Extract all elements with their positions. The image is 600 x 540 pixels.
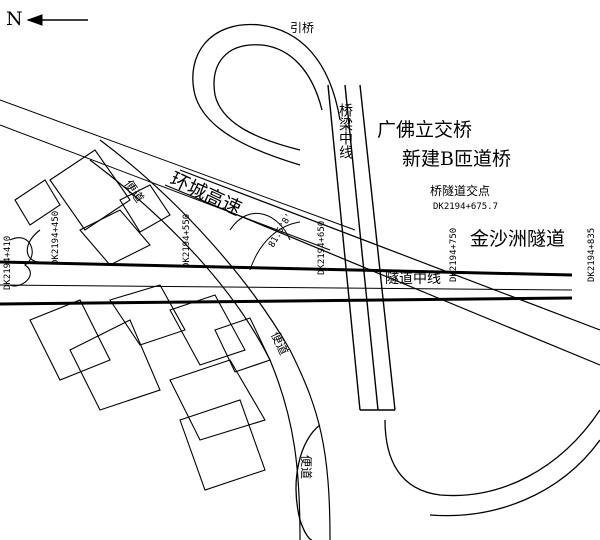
loop-ramp-inner (213, 44, 323, 151)
north-arrow-icon (26, 14, 88, 26)
ramp-curve-left (295, 424, 321, 540)
jinshazhou-tunnel-label: 金沙洲隧道 (470, 228, 566, 250)
chainage-marker: DK2194+750 (449, 227, 459, 282)
ramp-curve-lower-inner (429, 439, 600, 517)
loop-ramp (192, 23, 341, 166)
new-b-ramp-bridge-label: 新建B匝道桥 (402, 148, 511, 170)
service-road-label: 便道 (299, 455, 313, 480)
chainage-marker: DK2194+650 (317, 220, 327, 275)
buildings (9, 149, 271, 491)
north-label: N (6, 8, 23, 30)
tunnel-centerline-label: 隧道中线 (385, 271, 441, 287)
intersection-chainage: DK2194+675.7 (433, 202, 499, 212)
intersection-point-label: 桥隧道交点 (430, 184, 491, 198)
approach-bridge-label: 引桥 (290, 21, 315, 35)
ramp-curve-lower (384, 409, 600, 497)
chainage-marker: DK2194+835 (587, 227, 597, 282)
chainage-marker: DK2194+450 (51, 210, 61, 265)
tunnel-outline (0, 260, 573, 306)
bridge-centerline-label: 桥梁中线 (337, 103, 353, 159)
chainage-marker: DK2194+550 (182, 213, 192, 268)
guangfo-interchange-label: 广佛立交桥 (377, 119, 473, 141)
chainage-marker: DK2194+410 (3, 235, 13, 290)
bridge-deck (327, 84, 396, 411)
